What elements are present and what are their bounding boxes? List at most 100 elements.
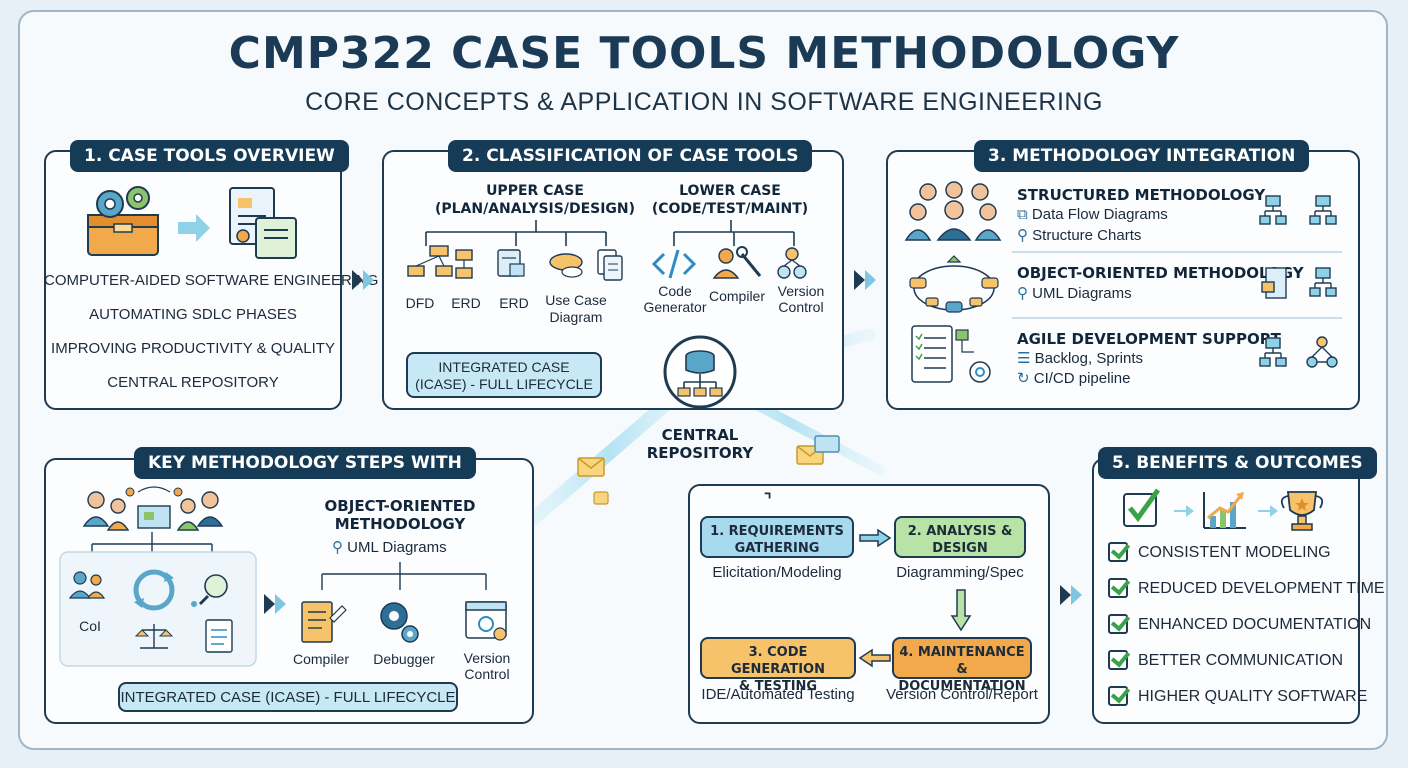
upper-case-title: UPPER CASE <box>486 183 584 199</box>
structured-item-2-label: Structure Charts <box>1032 227 1142 244</box>
agile-title: AGILE DEVELOPMENT SUPPORT <box>1017 330 1281 348</box>
page-title: CMP322 CASE TOOLS METHODOLOGY <box>228 28 1180 79</box>
step1-sub: Elicitation/Modeling <box>712 564 842 581</box>
benefit-3: ENHANCED DOCUMENTATION <box>1138 616 1372 633</box>
document-icon <box>597 249 623 281</box>
agile-item-2: ↻ CI/CD pipeline <box>1017 369 1130 387</box>
overview-panel <box>44 150 342 410</box>
benefit-2: REDUCED DEVELOPMENT TIME <box>1138 580 1385 597</box>
gear-icon <box>380 602 419 643</box>
org-chart-icons <box>1259 195 1338 368</box>
flow-arrow-icon <box>352 270 363 290</box>
step2-title-2: DESIGN <box>932 541 988 556</box>
oo-item-1: ⚲ UML Diagrams <box>1017 284 1132 302</box>
step4-title-2: DOCUMENTATION <box>898 679 1026 694</box>
version-tool-label-2: Control <box>464 666 510 682</box>
methodology-illustrations <box>904 181 1002 383</box>
step2-sub: Diagramming/Spec <box>896 564 1024 581</box>
compiler-icon <box>712 246 762 279</box>
steps-icase-box: INTEGRATED CASE (ICASE) - FULL LIFECYCLE <box>118 682 458 712</box>
steps-oo-title-2: METHODOLOGY <box>334 515 466 533</box>
list-icon: ☰ <box>1017 350 1035 367</box>
arrow-down-icon <box>950 589 972 632</box>
version-control-label-2: Control <box>778 299 824 315</box>
pipeline-icon: ↻ <box>1017 370 1034 387</box>
step3-sub: IDE/Automated Testing <box>701 686 855 703</box>
code-generator-label-2: Generator <box>643 299 707 315</box>
backlog-icon <box>911 325 991 383</box>
version-tool-label: Version <box>463 650 511 666</box>
compiler-label: Compiler <box>708 288 765 304</box>
step3-title: 3. CODE GENERATION <box>730 645 825 677</box>
overview-line-1: COMPUTER-AIDED SOFTWARE ENGINEERING <box>44 272 379 289</box>
outcome-icons <box>1123 488 1324 531</box>
compiler-doc-icon <box>301 601 347 643</box>
flow-arrow-icon <box>1060 585 1071 605</box>
structured-item-1-label: Data Flow Diagrams <box>1031 206 1168 223</box>
steps-uml-label: UML Diagrams <box>347 539 447 556</box>
benefit-4: BETTER COMMUNICATION <box>1138 652 1344 669</box>
uml-pin-icon: ⚲ <box>1017 285 1033 302</box>
team-computer-icon <box>82 486 224 531</box>
lower-case-subtitle: (CODE/TEST/MAINT) <box>651 201 809 217</box>
agile-item-2-label: CI/CD pipeline <box>1033 370 1131 387</box>
team-icon <box>904 181 1002 241</box>
dfd-icon <box>407 245 453 277</box>
check-icon <box>1108 542 1128 562</box>
icase-line-2: (ICASE) - FULL LIFECYCLE <box>415 376 593 392</box>
repository-label: CENTRAL <box>661 426 739 444</box>
arrow-right-icon <box>859 528 892 548</box>
flow-arrow-icon <box>1071 585 1082 605</box>
icase-line-1: INTEGRATED CASE <box>438 359 570 375</box>
code-generator-label: Code <box>658 283 692 299</box>
overview-line-4: CENTRAL REPOSITORY <box>107 374 279 391</box>
steps-oo-title: OBJECT-ORIENTED <box>324 497 476 515</box>
steps-uml: ⚲ UML Diagrams <box>332 538 447 556</box>
col-label: CoI <box>79 618 101 634</box>
cycle-icon <box>909 255 999 313</box>
dfd-label: DFD <box>405 295 435 311</box>
lower-case-title: LOWER CASE <box>679 183 781 199</box>
use-case-label-2: Diagram <box>549 309 603 325</box>
flow-arrow-icon <box>865 270 876 290</box>
erd-label-2: ERD <box>499 295 529 311</box>
flow-diagram-icon: ⧉ <box>1017 206 1032 223</box>
agile-item-1-label: Backlog, Sprints <box>1034 350 1144 367</box>
version-window-icon <box>465 601 507 641</box>
debugger-tool-label: Debugger <box>373 651 435 667</box>
step3-title-2: & TESTING <box>738 679 818 694</box>
step-analysis: 2. ANALYSIS & DESIGN <box>894 516 1026 558</box>
step-maintenance: 4. MAINTENANCE & DOCUMENTATION <box>892 637 1032 694</box>
document-icon <box>205 619 233 653</box>
step4-title: 4. MAINTENANCE & <box>899 645 1025 677</box>
benefits-badge: 5. BENEFITS & OUTCOMES <box>1098 447 1377 479</box>
version-control-icon <box>777 247 807 279</box>
step-code-generation: 3. CODE GENERATION & TESTING <box>700 637 856 694</box>
step1-title-2: GATHERING <box>734 541 820 556</box>
divider <box>1012 251 1342 253</box>
tool-icons <box>301 562 507 643</box>
toolbox-gears-icon <box>87 186 297 259</box>
upper-case-subtitle: (PLAN/ANALYSIS/DESIGN) <box>434 201 636 217</box>
balance-icon <box>134 624 174 649</box>
step-requirements: 1. REQUIREMENTS GATHERING <box>700 516 854 558</box>
overview-line-3: IMPROVING PRODUCTIVITY & QUALITY <box>51 340 335 357</box>
icase-box: INTEGRATED CASE (ICASE) - FULL LIFECYCLE <box>406 352 602 398</box>
step2-title: 2. ANALYSIS & <box>907 524 1013 539</box>
check-icon <box>1108 614 1128 634</box>
agile-item-1: ☰ Backlog, Sprints <box>1017 349 1143 367</box>
flow-arrow-icon <box>363 270 374 290</box>
hierarchy-icon: ⚲ <box>1017 227 1033 244</box>
structured-item-2: ⚲ Structure Charts <box>1017 226 1141 244</box>
corner-mark: ⌝ <box>764 492 772 509</box>
cycle-arrows-icon <box>133 569 175 611</box>
version-control-label: Version <box>777 283 825 299</box>
erd-window-icon <box>497 249 525 277</box>
checkbox-icon <box>1123 488 1161 527</box>
oo-title: OBJECT-ORIENTED METHODOLOGY <box>1017 264 1304 282</box>
flow-arrow-icon <box>275 594 286 614</box>
use-case-label: Use Case <box>545 292 607 308</box>
classification-tree-icon <box>407 220 807 281</box>
overview-line-2: AUTOMATING SDLC PHASES <box>89 306 297 323</box>
steps-illustration <box>59 486 257 667</box>
